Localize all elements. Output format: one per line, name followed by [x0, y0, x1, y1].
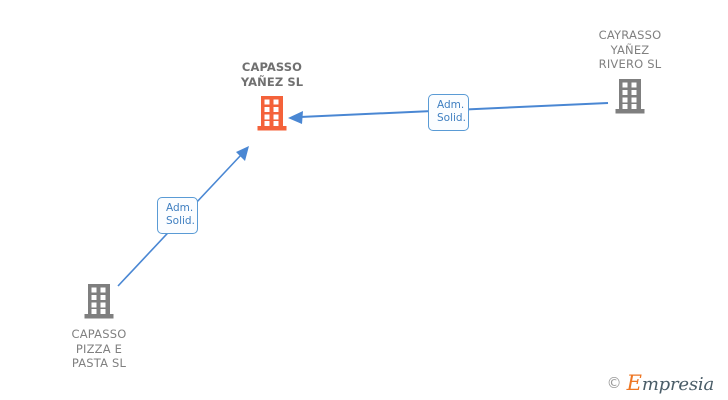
building-icon	[615, 78, 645, 113]
arrowhead-upright-icon	[236, 146, 249, 161]
brand-logo: Empresia	[626, 371, 715, 395]
building-icon	[84, 284, 114, 319]
edge-label-right-to-center[interactable]: Adm. Solid.	[428, 94, 469, 131]
node-center[interactable]: CAPASSO YAÑEZ SL	[202, 60, 342, 131]
node-right[interactable]: CAYRASSO YAÑEZ RIVERO SL	[560, 28, 700, 114]
node-right-label: CAYRASSO YAÑEZ RIVERO SL	[598, 28, 662, 71]
brand-initial: E	[626, 371, 642, 395]
building-icon	[257, 96, 287, 131]
node-center-label: CAPASSO YAÑEZ SL	[240, 60, 304, 89]
empresia-watermark: © Empresia	[606, 371, 715, 395]
copyright-icon: ©	[606, 374, 622, 392]
brand-rest: mpresia	[641, 374, 714, 395]
node-bottomleft[interactable]: CAPASSO PIZZA E PASTA SL	[29, 283, 169, 371]
node-bottomleft-label: CAPASSO PIZZA E PASTA SL	[71, 327, 127, 370]
edge-label-bottomleft-to-center[interactable]: Adm. Solid.	[157, 197, 198, 234]
